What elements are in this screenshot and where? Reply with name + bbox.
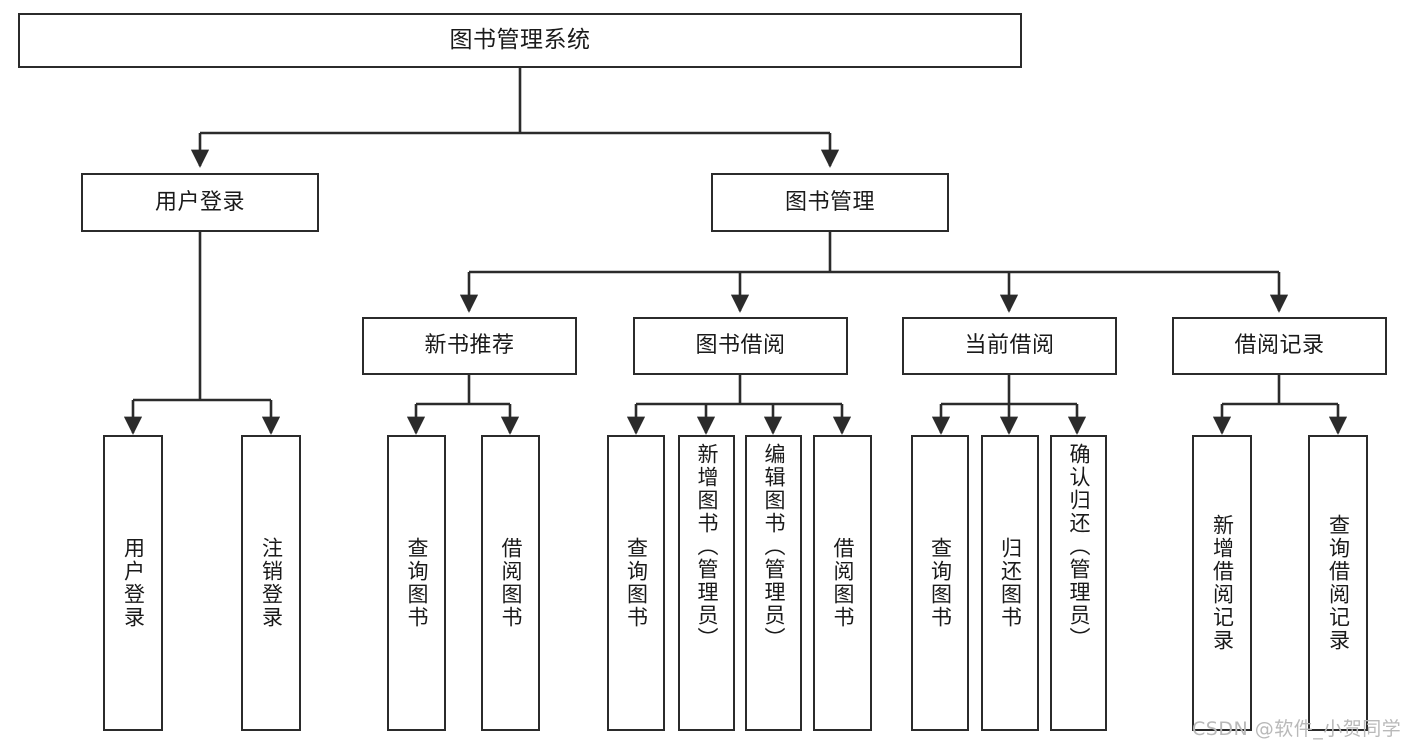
csdn-watermark: CSDN @软件_小贺同学: [1192, 718, 1402, 740]
node-label: 用户登录: [154, 189, 245, 215]
leaf-user-login[interactable]: 用户登录: [103, 435, 163, 731]
node-label: 编辑图书（管理员）: [762, 443, 786, 650]
node-label: 借阅图书: [499, 537, 523, 629]
leaf-current-query-book[interactable]: 查询图书: [911, 435, 969, 731]
node-label: 图书管理: [784, 189, 875, 215]
node-label: 新增图书（管理员）: [695, 443, 719, 650]
node-current-borrow[interactable]: 当前借阅: [902, 317, 1117, 375]
node-label: 查询借阅记录: [1326, 514, 1351, 652]
leaf-current-return-book[interactable]: 归还图书: [981, 435, 1039, 731]
leaf-borrow-edit-book-admin[interactable]: 编辑图书（管理员）: [745, 435, 802, 731]
leaf-record-add-record[interactable]: 新增借阅记录: [1192, 435, 1252, 731]
node-label: 借阅记录: [1234, 333, 1325, 359]
node-label: 当前借阅: [964, 333, 1055, 359]
node-user-login[interactable]: 用户登录: [81, 173, 319, 232]
node-label: 注销登录: [259, 537, 284, 629]
leaf-user-logout[interactable]: 注销登录: [241, 435, 301, 731]
node-root-system[interactable]: 图书管理系统: [18, 13, 1022, 68]
node-label: 查询图书: [624, 537, 649, 629]
node-book-management[interactable]: 图书管理: [711, 173, 949, 232]
node-label: 用户登录: [121, 537, 146, 629]
leaf-borrow-query-book[interactable]: 查询图书: [607, 435, 665, 731]
node-borrow-record[interactable]: 借阅记录: [1172, 317, 1387, 375]
node-label: 图书管理系统: [449, 26, 591, 53]
node-label: 借阅图书: [831, 537, 855, 629]
leaf-recommend-borrow-book[interactable]: 借阅图书: [481, 435, 540, 731]
leaf-recommend-query-book[interactable]: 查询图书: [387, 435, 446, 731]
leaf-borrow-add-book-admin[interactable]: 新增图书（管理员）: [678, 435, 735, 731]
node-label: 新增借阅记录: [1210, 514, 1235, 652]
node-label: 查询图书: [405, 537, 429, 629]
node-new-book-recommend[interactable]: 新书推荐: [362, 317, 577, 375]
node-label: 归还图书: [998, 537, 1023, 629]
leaf-record-query-record[interactable]: 查询借阅记录: [1308, 435, 1368, 731]
leaf-borrow-borrow-book[interactable]: 借阅图书: [813, 435, 872, 731]
node-label: 查询图书: [928, 537, 953, 629]
node-label: 图书借阅: [695, 333, 786, 359]
node-book-borrow[interactable]: 图书借阅: [633, 317, 848, 375]
leaf-current-confirm-return-admin[interactable]: 确认归还（管理员）: [1050, 435, 1107, 731]
node-label: 确认归还（管理员）: [1067, 443, 1091, 650]
node-label: 新书推荐: [424, 333, 515, 359]
